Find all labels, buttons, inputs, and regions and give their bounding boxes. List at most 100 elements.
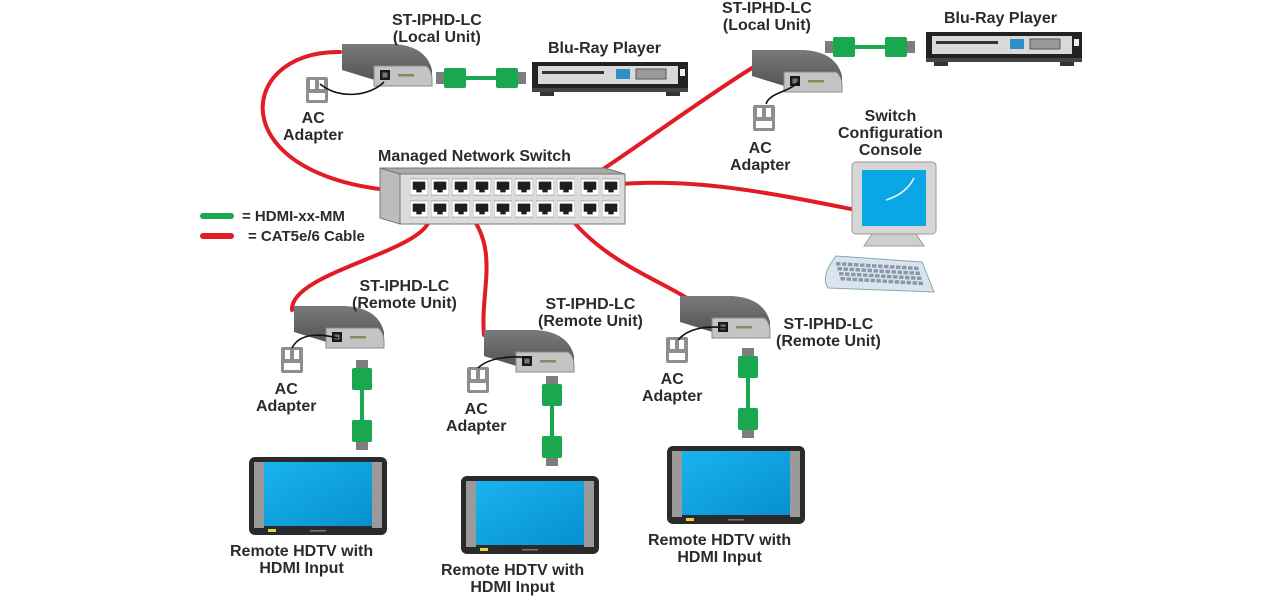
cable-console [620, 180, 858, 212]
keyboard-key [897, 270, 902, 274]
remote-unit-2 [461, 329, 599, 554]
remote-unit-1 [249, 305, 387, 535]
ethernet-port-icon [452, 200, 470, 218]
ethernet-port-icon [581, 200, 599, 218]
console-label: Switch Configuration Console [838, 108, 943, 159]
keyboard-key [854, 263, 859, 267]
legend-item-hdmi: = HDMI-xx-MM [200, 206, 365, 226]
adapter-label-line2: Adapter [283, 127, 344, 144]
hdtv-icon [461, 476, 599, 554]
model-label: ST-IPHD-LC [783, 316, 874, 333]
keyboard-key [881, 274, 886, 278]
hdtv-label-line2: HDMI Input [470, 579, 555, 596]
cable-remote-3 [564, 210, 692, 302]
ethernet-port-icon [494, 200, 512, 218]
keyboard-key [893, 275, 898, 279]
keyboard-key [860, 263, 865, 267]
adapter-label-line1: AC [301, 110, 325, 127]
managed-network-switch [379, 167, 626, 225]
local-unit-2 [751, 31, 1083, 131]
legend-label-cat5: = CAT5e/6 Cable [248, 227, 365, 245]
hdtv-label-line1: Remote HDTV with [441, 562, 585, 579]
keyboard-key [836, 262, 841, 266]
keyboard-key [899, 275, 904, 279]
cat5-swatch [200, 233, 234, 239]
model-label: ST-IPHD-LC [359, 278, 450, 295]
keyboard-key [903, 270, 908, 275]
keyboard-key [848, 262, 853, 267]
model-label: ST-IPHD-LC [392, 12, 482, 29]
keyboard-key [878, 264, 883, 268]
keyboard-key [905, 275, 910, 280]
keyboard-key [900, 280, 905, 284]
adapter-label-line1: AC [748, 140, 772, 157]
ethernet-port-icon [536, 200, 554, 218]
legend-label-hdmi: = HDMI-xx-MM [242, 207, 345, 225]
bluray-player-icon [531, 61, 689, 97]
hdtv-1-label: Remote HDTV with HDMI Input [230, 543, 373, 577]
ethernet-port-icon [494, 178, 512, 196]
local-unit-2-label: ST-IPHD-LC (Local Unit) [722, 0, 812, 34]
keyboard-key [861, 268, 866, 272]
keyboard-key [845, 272, 850, 276]
keyboard-icon [824, 255, 935, 293]
ac-adapter-icon [666, 337, 688, 363]
cable-remote-1 [289, 210, 433, 312]
keyboard-key [885, 269, 890, 274]
keyboard-key [914, 266, 919, 271]
hdmi-cable-icon [825, 37, 915, 57]
role-label: (Remote Unit) [538, 313, 643, 330]
hdmi-cable-icon [738, 348, 758, 438]
transceiver-device-icon [751, 49, 843, 93]
ac-adapter-icon [281, 347, 303, 373]
keyboard-key [879, 269, 884, 273]
hdtv-label-line2: HDMI Input [677, 549, 762, 566]
keyboard-key [911, 276, 916, 280]
keyboard-key [864, 278, 869, 282]
keyboard-key [846, 277, 851, 281]
console-label-line3: Console [858, 142, 922, 159]
hdtv-2-label: Remote HDTV with HDMI Input [441, 562, 584, 596]
keyboard-key [890, 265, 895, 269]
ethernet-port-icon [557, 200, 575, 218]
ethernet-port-icon [602, 200, 620, 218]
hdtv-label-line1: Remote HDTV with [648, 532, 792, 549]
hdmi-cable-icon [542, 376, 562, 466]
legend: = HDMI-xx-MM = CAT5e/6 Cable [200, 206, 365, 246]
adapter-3-label: AC Adapter [256, 381, 316, 415]
keyboard-key [908, 266, 913, 270]
keyboard-key [873, 269, 878, 273]
keyboard-key [912, 281, 917, 285]
ethernet-port-icon [410, 178, 428, 196]
adapter-label-line2: Adapter [256, 398, 317, 415]
keyboard-key [887, 274, 892, 279]
hdtv-icon [667, 446, 805, 524]
ethernet-port-icon [452, 178, 470, 196]
adapter-label-line2: Adapter [642, 388, 703, 405]
keyboard-key [875, 274, 880, 278]
keyboard-key [876, 279, 881, 283]
console-label-line2: Configuration [838, 125, 943, 142]
cable-local-left [260, 49, 427, 194]
remote-unit-2-label: ST-IPHD-LC (Remote Unit) [538, 296, 643, 330]
keyboard-key [884, 264, 889, 269]
hdmi-swatch [200, 213, 234, 219]
keyboard-key [891, 270, 896, 274]
keyboard-key [915, 271, 920, 276]
keyboard-key [870, 278, 875, 283]
adapter-4-label: AC Adapter [446, 401, 506, 435]
cable-remote-2 [466, 210, 489, 337]
keyboard-key [917, 276, 922, 281]
ac-adapter-icon [753, 105, 775, 131]
hdtv-icon [249, 457, 387, 535]
ethernet-port-icon [410, 200, 428, 218]
keyboard-key [851, 272, 856, 277]
keyboard-key [906, 280, 911, 285]
hdtv-label-line2: HDMI Input [259, 560, 344, 577]
ethernet-port-icon [602, 178, 620, 196]
bluray-2-label: Blu-Ray Player [944, 10, 1057, 27]
switch-label: Managed Network Switch [378, 148, 571, 165]
keyboard-key [837, 267, 842, 271]
transceiver-device-icon [679, 295, 771, 339]
role-label: (Local Unit) [722, 17, 811, 34]
